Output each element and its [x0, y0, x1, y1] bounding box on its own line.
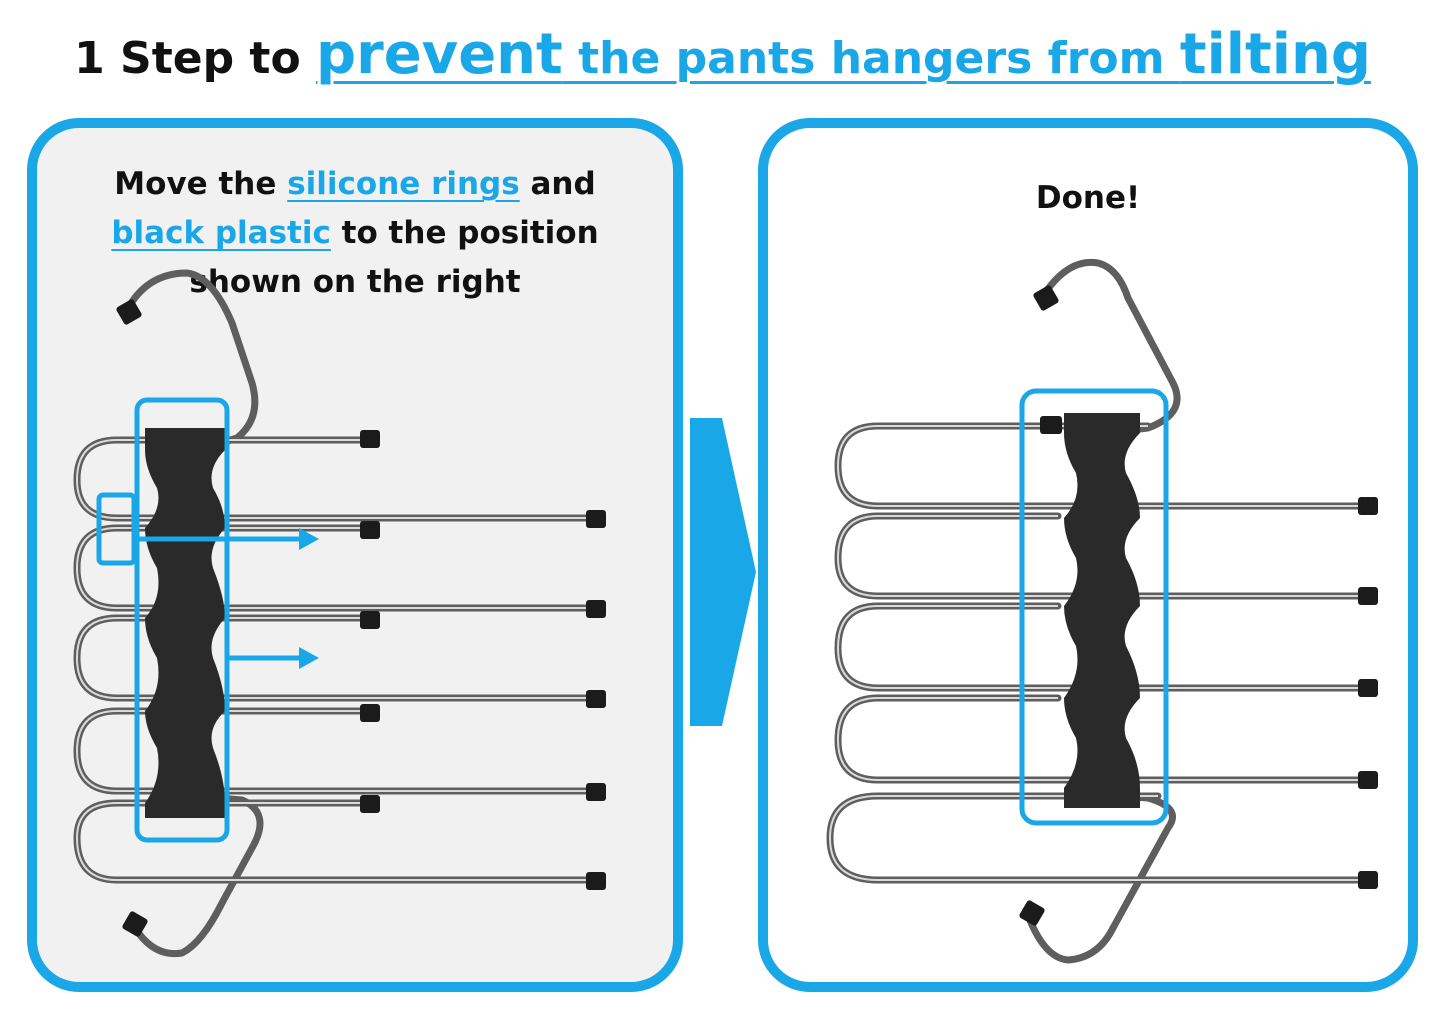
instruction-text: Move the silicone rings and black plasti… [75, 160, 635, 307]
title-part-3: the pants hangers from [562, 33, 1180, 84]
black-plastic-spine [1064, 413, 1140, 808]
title-part-4: tilting [1179, 22, 1371, 87]
instruction-text-2: and [519, 166, 596, 202]
hanger-before-illustration [73, 269, 606, 958]
title-part-2: prevent [316, 22, 563, 87]
spine-highlight [134, 397, 230, 843]
silicone-rings-link: silicone rings [287, 166, 520, 202]
title-part-1: 1 Step to [74, 33, 316, 84]
chevron-right-icon [690, 418, 756, 726]
instruction-text-1: Move the [114, 166, 288, 202]
arrow-right-icon [134, 528, 319, 550]
hanger-after-illustration [826, 258, 1378, 964]
instruction-text-3: to the position shown on the right [189, 215, 599, 300]
silicone-ring-highlight [96, 492, 137, 566]
before-panel: Move the silicone rings and black plasti… [27, 118, 683, 992]
done-label: Done! [1035, 180, 1141, 216]
after-panel: Done! [758, 118, 1418, 992]
page-title: 1 Step to prevent the pants hangers from… [0, 22, 1445, 87]
black-plastic-link: black plastic [111, 215, 331, 251]
spine-highlight [1019, 388, 1169, 826]
black-plastic-spine [145, 428, 225, 818]
arrow-right-icon [227, 647, 319, 669]
